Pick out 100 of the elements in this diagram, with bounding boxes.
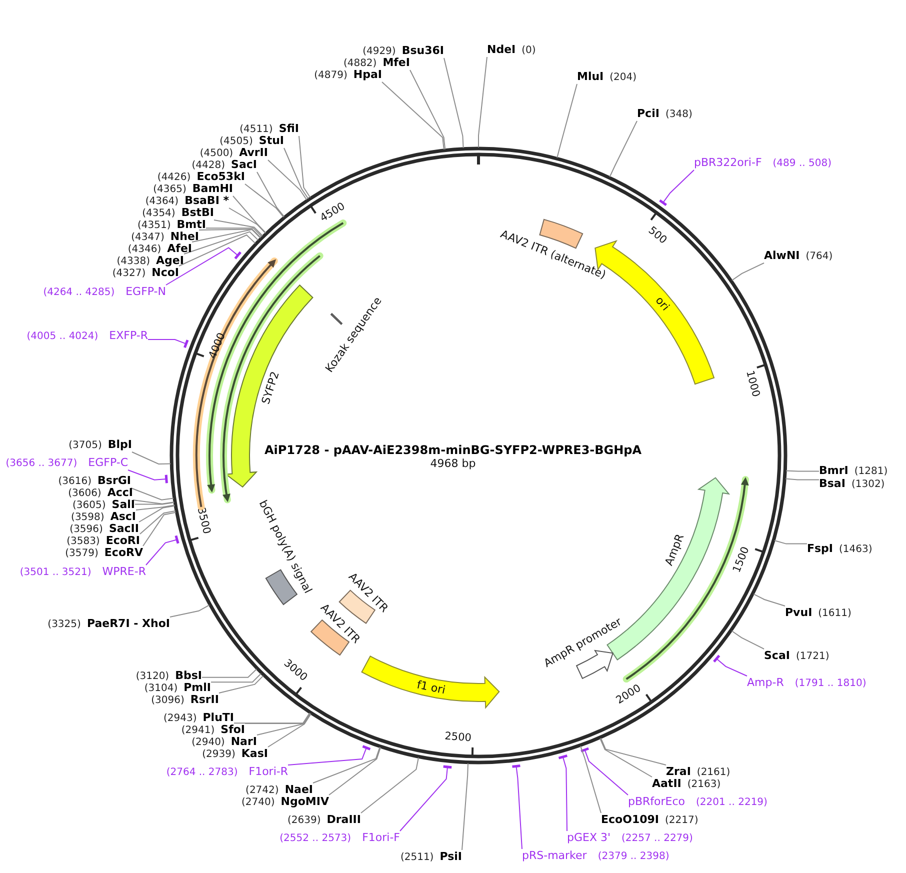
site-position: (4879) [314, 69, 348, 82]
site-position: (4505) [220, 135, 253, 148]
primer-range: (3656 .. 3677) [6, 457, 78, 470]
primer-range: (489 .. 508) [772, 157, 832, 170]
leader-line [140, 510, 176, 534]
enzyme-name: ZraI [666, 765, 691, 778]
leader-line [609, 120, 638, 178]
enzyme-name: NaeI [284, 783, 313, 796]
enzyme-name: BsaI [819, 477, 846, 490]
leader-line [202, 668, 258, 678]
site-position: (2941) [181, 724, 215, 737]
enzyme-name: PaeR7I - XhoI [86, 617, 170, 630]
leader-line [312, 746, 380, 784]
leader-line [444, 58, 464, 148]
leader-line [206, 228, 262, 238]
enzyme-name: Bsu36I [402, 44, 444, 57]
site-position: (4347) [131, 231, 164, 244]
tick-label: 3500 [194, 507, 212, 536]
enzyme-name: NheI [170, 230, 199, 243]
enzyme-name: BlpI [108, 438, 132, 451]
primer-name: pRS-marker [522, 849, 587, 862]
leader-line [132, 452, 172, 464]
enzyme-name: NcoI [152, 266, 179, 279]
leader-line [132, 500, 174, 504]
site-position: (2639) [287, 814, 321, 827]
leader-line [462, 762, 468, 850]
primer-name: pBRforEco [628, 795, 686, 808]
enzyme-name: StuI [258, 134, 284, 147]
feature-bar [330, 313, 342, 325]
site-position: (4354) [142, 207, 176, 220]
leader-line [298, 136, 311, 198]
leader-line [268, 160, 308, 200]
leader-line [584, 749, 628, 796]
leader-line [244, 184, 284, 218]
tick-label: 2500 [444, 731, 472, 744]
enzyme-name: ScaI [764, 649, 790, 662]
primer-name: pBR322ori-F [694, 156, 762, 169]
site-position: (3120) [136, 670, 170, 683]
leader-line [478, 56, 488, 148]
leader-line [210, 673, 262, 683]
primer-name: EGFP-N [126, 285, 166, 298]
site-position: (348) [665, 108, 692, 121]
site-position: (3616) [58, 475, 92, 488]
enzyme-name: BbsI [175, 669, 202, 682]
leader-line [134, 502, 175, 505]
site-position: (3325) [48, 618, 81, 631]
enzyme-name: BstBI [181, 206, 214, 219]
site-position: (4327) [112, 267, 146, 280]
enzyme-name: DraIII [326, 813, 361, 826]
leader-line [600, 738, 666, 766]
site-position: (2939) [202, 748, 236, 761]
enzyme-name: AfeI [167, 242, 192, 255]
enzyme-name: BmrI [819, 464, 848, 477]
tick-label: 1000 [743, 370, 762, 398]
leader-line [288, 747, 367, 766]
leader-line [192, 228, 261, 242]
leader-line [328, 747, 381, 796]
enzyme-name: SfiI [278, 122, 299, 135]
enzyme-name: PluTI [202, 711, 234, 724]
enzyme-name: SfoI [220, 723, 245, 736]
primer-range: (3501 .. 3521) [20, 566, 92, 579]
site-position: (3096) [151, 694, 184, 707]
leader-line [146, 539, 178, 566]
tick-label: 1500 [731, 545, 752, 574]
leader-line [562, 756, 568, 832]
tick-label: 4500 [318, 201, 348, 225]
site-position: (3606) [68, 487, 102, 500]
feature-label: ori [653, 294, 672, 314]
primer-range: (2379 .. 2398) [598, 850, 670, 863]
primer-name: EGFP-C [88, 456, 128, 469]
primer-name: F1ori-F [362, 831, 400, 844]
leader-line [198, 228, 262, 238]
enzyme-name: MfeI [382, 56, 410, 69]
leader-line [228, 208, 266, 234]
primer-range: (4264 .. 4285) [43, 286, 115, 299]
leader-line [382, 82, 444, 150]
site-position: (3598) [71, 511, 104, 524]
enzyme-name: SacI [231, 158, 257, 171]
enzyme-name: NarI [230, 735, 257, 748]
site-position: (2511) [400, 851, 434, 864]
site-position: (3579) [65, 547, 98, 560]
leader-line [753, 594, 786, 606]
site-position: (204) [610, 71, 637, 84]
enzyme-name: BamHI [192, 182, 233, 195]
leader-line [136, 504, 175, 510]
leader-line [731, 262, 764, 281]
leader-line [148, 339, 187, 344]
primer-range: (2257 .. 2279) [622, 832, 693, 845]
enzyme-name: AlwNI [764, 249, 800, 262]
enzyme-name: BsrGI [98, 474, 131, 487]
primer-name: EXFP-R [109, 329, 148, 342]
site-position: (4338) [116, 255, 150, 268]
tick-label: 4000 [207, 331, 228, 361]
leader-line [556, 84, 578, 158]
leader-line [786, 470, 820, 472]
leader-line [600, 738, 652, 778]
feature-arrow [576, 650, 614, 679]
enzyme-name: AscI [110, 510, 136, 523]
leader-line [774, 540, 808, 544]
leader-line [166, 247, 238, 286]
